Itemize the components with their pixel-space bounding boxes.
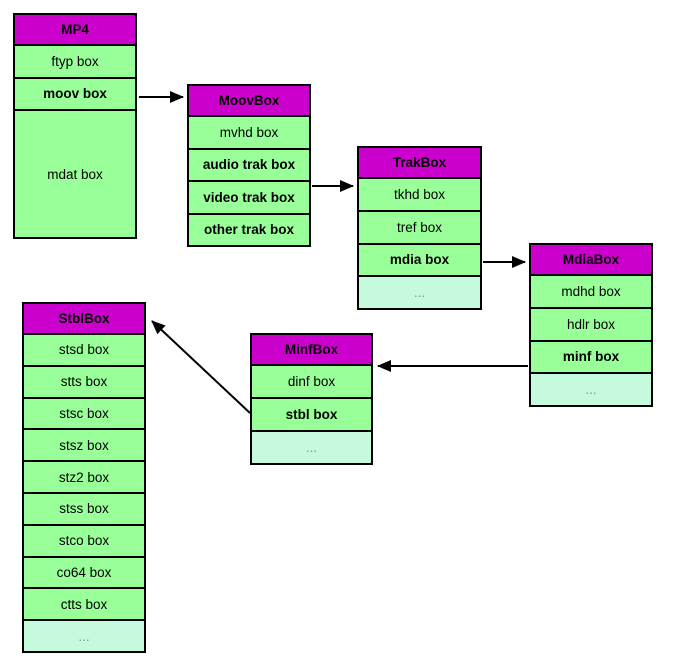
box-row: mvhd box <box>189 117 309 150</box>
box-row: hdlr box <box>531 308 651 342</box>
box-row: stco box <box>24 525 144 558</box>
box-row: stts box <box>24 366 144 399</box>
box-row: mdat box <box>15 111 135 237</box>
box-row: tref box <box>359 211 480 245</box>
box-row: audio trak box <box>189 149 309 182</box>
box-row: moov box <box>15 78 135 112</box>
box-row: stss box <box>24 493 144 526</box>
box-row: minf box <box>531 341 651 375</box>
box-row: mdia box <box>359 244 480 278</box>
box-row: tkhd box <box>359 179 480 212</box>
box-row: ... <box>252 432 371 463</box>
box-row: ftyp box <box>15 46 135 79</box>
box-minfbox-title: MinfBox <box>252 335 371 366</box>
box-mdiabox-title: MdiaBox <box>531 245 651 276</box>
box-row: video trak box <box>189 182 309 215</box>
box-row: stsd box <box>24 335 144 367</box>
box-row: stz2 box <box>24 462 144 494</box>
box-row: stsz box <box>24 430 144 463</box>
box-row: ... <box>24 621 144 651</box>
box-mp4-title: MP4 <box>15 15 135 46</box>
box-row: stbl box <box>252 399 371 432</box>
arrow-minfbox-to-stblbox <box>151 320 251 414</box>
box-row: dinf box <box>252 366 371 399</box>
box-stblbox-title: StblBox <box>24 304 144 335</box>
box-row: stsc box <box>24 398 144 431</box>
box-trakbox-title: TrakBox <box>359 148 480 179</box>
box-row: other trak box <box>189 214 309 245</box>
box-row: ctts box <box>24 589 144 622</box>
box-row: co64 box <box>24 557 144 590</box>
box-row: ... <box>531 374 651 405</box>
box-row: mdhd box <box>531 276 651 309</box>
box-row: ... <box>359 277 480 308</box>
box-moovbox-title: MoovBox <box>189 86 309 117</box>
